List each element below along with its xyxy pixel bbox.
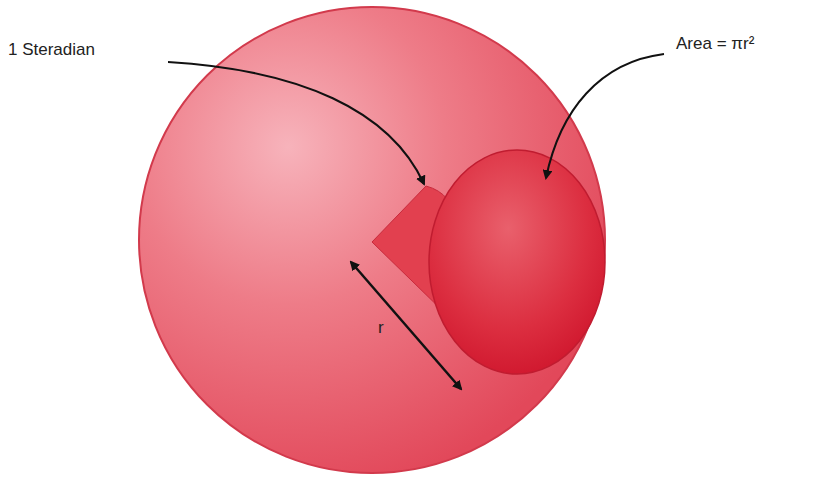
leader-arrow: [546, 54, 664, 178]
sphere: [139, 7, 605, 473]
leader-arrow: [168, 62, 424, 184]
spherical-cap: [429, 150, 605, 374]
radius-label: r: [378, 318, 384, 338]
angle-label: 1 Steradian: [8, 40, 95, 60]
radius-arrow: [351, 262, 461, 389]
area-label: Area = πr²: [676, 34, 754, 54]
